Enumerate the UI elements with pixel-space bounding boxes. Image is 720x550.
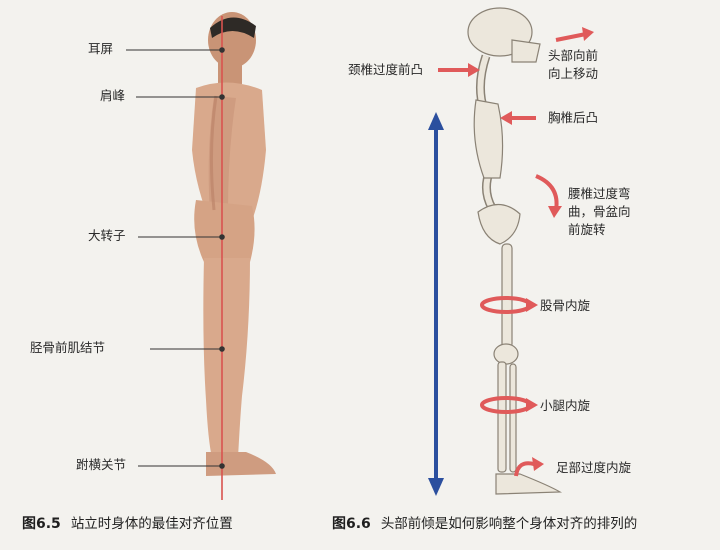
label-lumbar-3: 前旋转 (568, 222, 606, 238)
label-head-forward-1: 头部向前 (548, 48, 598, 64)
caption-number: 图6.6 (332, 516, 371, 532)
caption-number: 图6.5 (22, 516, 61, 532)
label-cervical-lordosis: 颈椎过度前凸 (348, 62, 423, 78)
label-tragus: 耳屏 (88, 41, 113, 57)
label-foot-pronation: 足部过度内旋 (556, 460, 631, 476)
label-acromion: 肩峰 (100, 88, 125, 104)
caption-text: 站立时身体的最佳对齐位置 (71, 516, 233, 532)
label-head-forward-2: 向上移动 (548, 66, 598, 82)
skeleton (468, 8, 560, 494)
label-thoracic-kyphosis: 胸椎后凸 (548, 110, 598, 126)
label-transverse-tarsal-joint: 跗横关节 (76, 457, 126, 473)
caption-figure-6-5: 图6.5 站立时身体的最佳对齐位置 (22, 512, 233, 533)
caption-figure-6-6: 图6.6 头部前倾是如何影响整个身体对齐的排列的 (332, 512, 637, 533)
label-lumbar-1: 腰椎过度弯 (568, 186, 631, 202)
caption-text: 头部前倾是如何影响整个身体对齐的排列的 (381, 516, 638, 532)
body-silhouette (192, 12, 276, 476)
label-greater-trochanter: 大转子 (88, 228, 126, 244)
alignment-axis (428, 112, 444, 496)
label-lumbar-2: 曲，骨盆向 (568, 204, 631, 220)
label-tibial-tuberosity: 胫骨前肌结节 (30, 340, 105, 356)
label-shin-rotation: 小腿内旋 (540, 398, 590, 414)
label-femur-rotation: 股骨内旋 (540, 298, 590, 314)
